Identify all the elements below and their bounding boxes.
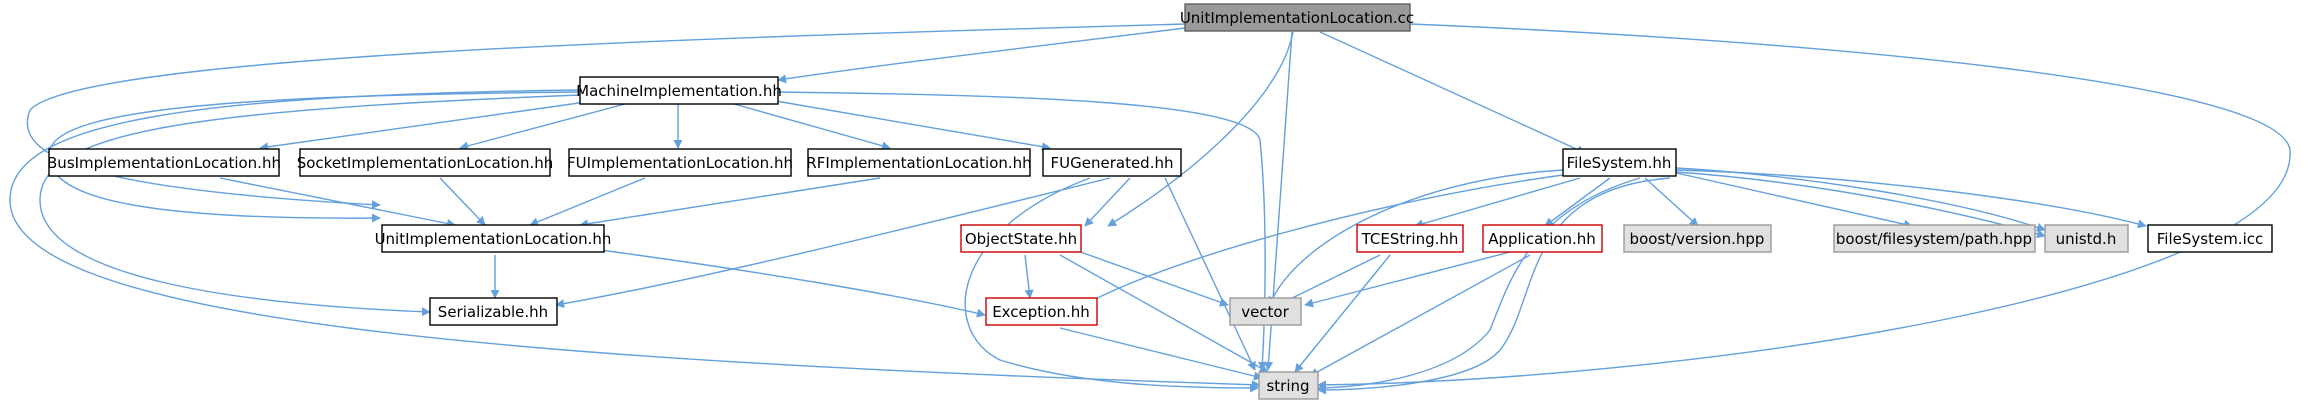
edge-tcestring-vector [1277,254,1381,306]
edge-machineimpl-busimpl [259,99,601,152]
node-socket-implementation-location[interactable]: SocketImplementationLocation.hh [297,148,554,177]
edge-application-vector [1304,251,1511,308]
edge-machineimpl-socketimpl [459,99,641,151]
node-label: unistd.h [2056,230,2117,248]
edge-fugenerated-vector [1164,177,1256,371]
edge-objectstate-string [1059,254,1269,373]
edge-machineimpl-vector [777,91,1267,371]
dependency-edges [9,23,2291,395]
edge-tcestring-string [1294,254,1391,373]
node-border [1184,3,1411,32]
node-label: FUGenerated.hh [1051,154,1174,172]
node-string[interactable]: string [1258,371,1319,400]
node-boost-filesystem-path[interactable]: boost/filesystem/path.hpp [1833,224,2036,253]
node-unit-implementation-location-cc[interactable]: UnitImplementationLocation.cc [1180,3,1414,32]
node-serializable[interactable]: Serializable.hh [429,297,558,326]
edge-fugenerated-objectstate [1084,177,1131,227]
node-label: FileSystem.icc [2157,230,2263,248]
node-unistd[interactable]: unistd.h [2044,224,2129,253]
dependency-nodes: UnitImplementationLocation.cc MachineImp… [47,3,2273,400]
node-label: boost/filesystem/path.hpp [1836,230,2032,248]
node-rf-implementation-location[interactable]: RFImplementationLocation.hh [806,148,1032,177]
node-unit-implementation-location-hh[interactable]: UnitImplementationLocation.hh [375,224,612,253]
edge-filesystem-exception [1074,174,1564,311]
edge-filesystem-boostversion [1644,177,1699,227]
edge-filesystem-filesystemicc [1675,169,2147,229]
node-label: SocketImplementationLocation.hh [297,154,554,172]
edge-rfimpl-unitimplhh [579,177,881,229]
node-bus-implementation-location[interactable]: BusImplementationLocation.hh [47,148,281,177]
node-object-state[interactable]: ObjectState.hh [960,224,1082,253]
node-label: UnitImplementationLocation.hh [375,230,612,248]
edge-unitcc-filesystem [1319,31,1586,154]
edge-objectstate-vector [1074,249,1229,307]
edge-unitcc-machineimpl [777,27,1186,84]
node-label: Serializable.hh [438,303,548,321]
node-label: FUImplementationLocation.hh [567,154,793,172]
edge-filesystem-string-2 [1317,177,1671,395]
node-label: BusImplementationLocation.hh [47,154,281,172]
node-label: MachineImplementation.hh [576,82,782,100]
edge-unitcc-string [1317,23,2291,390]
edge-machineimpl-string [9,89,1261,390]
edge-machineimpl-rfimpl [719,99,891,151]
node-label: Application.hh [1488,230,1596,248]
node-fu-generated[interactable]: FUGenerated.hh [1042,148,1182,177]
edge-busimpl-unitimplhh [219,177,456,228]
edge-filesystem-tcestring [1414,177,1581,229]
node-exception[interactable]: Exception.hh [985,297,1098,326]
node-boost-version[interactable]: boost/version.hpp [1623,224,1772,253]
node-label: UnitImplementationLocation.cc [1180,9,1414,27]
edge-unitimplhh-exception [599,249,986,318]
edge-filesystem-boostfspath [1671,171,1913,229]
node-label: FileSystem.hh [1567,154,1672,172]
node-label: vector [1241,303,1289,321]
edge-unitcc-objectstate [1107,31,1294,227]
edge-exception-string [1059,327,1263,381]
edge-fuimpl-unitimplhh [529,177,646,227]
node-label: TCEString.hh [1361,230,1459,248]
edge-objectstate-exception [1024,254,1034,299]
edge-unitcc-unitimplhh [26,23,1186,210]
node-box [1185,4,1410,31]
node-vector[interactable]: vector [1229,297,1302,326]
edge-machineimpl-serializable [39,94,581,317]
node-label: RFImplementationLocation.hh [806,154,1031,172]
edge-filesystem-vector [1268,169,1564,306]
node-tce-string[interactable]: TCEString.hh [1356,224,1464,253]
node-label: string [1266,377,1309,395]
node-label: ObjectState.hh [965,230,1077,248]
edge-machineimpl-fugenerated [769,99,1051,152]
edge-filesystem-application [1544,177,1611,227]
edge-application-string [1309,254,1531,377]
node-application[interactable]: Application.hh [1482,224,1603,253]
edge-socketimpl-unitimplhh [439,177,486,226]
node-label: Exception.hh [992,303,1090,321]
edge-fugenerated-serializable [555,177,1111,309]
node-file-system-icc[interactable]: FileSystem.icc [2147,224,2273,253]
node-label: boost/version.hpp [1630,230,1765,248]
node-file-system[interactable]: FileSystem.hh [1562,148,1677,177]
edge-filesystem-string [1317,177,1641,393]
node-machine-implementation[interactable]: MachineImplementation.hh [576,76,782,105]
node-fu-implementation-location[interactable]: FUImplementationLocation.hh [567,148,793,177]
